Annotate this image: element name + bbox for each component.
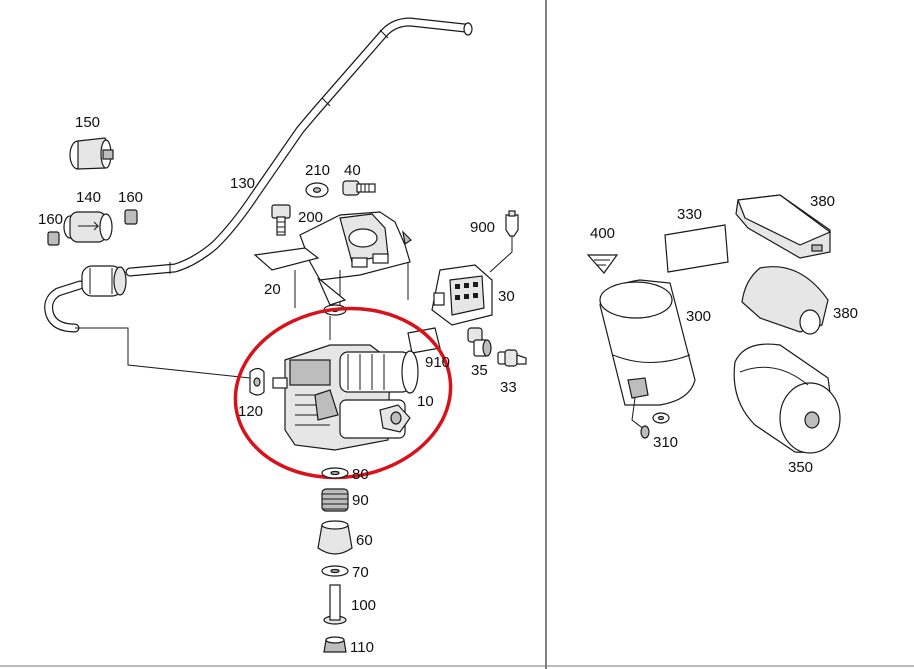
label-100: 100 [351,597,376,614]
part-380-cover[interactable] [741,266,829,335]
part-40-bolt[interactable] [342,180,376,196]
part-910-tag[interactable] [407,327,441,354]
part-10-compressor[interactable] [272,344,419,451]
label-350: 350 [788,459,813,476]
label-150: 150 [75,114,100,131]
label-140: 140 [76,189,101,206]
label-120: 120 [238,403,263,420]
part-160-cap-left[interactable] [47,231,60,246]
part-350-tank[interactable] [733,343,841,454]
part-400-label[interactable] [586,254,619,274]
part-300-reservoir[interactable] [599,279,696,439]
leader-900 [489,236,513,273]
label-380-top: 380 [810,193,835,210]
label-33: 33 [500,379,517,396]
part-100-bolt[interactable] [323,584,347,625]
part-150-sleeve[interactable] [69,137,114,170]
label-900: 900 [470,219,495,236]
label-130: 130 [230,175,255,192]
label-10: 10 [417,393,434,410]
label-110: 110 [350,639,374,656]
label-80: 80 [352,466,369,483]
part-110-nut[interactable] [323,636,347,653]
leader-hose-120 [75,327,251,379]
label-400: 400 [590,225,615,242]
label-90: 90 [352,492,369,509]
part-210-washer[interactable] [305,182,329,198]
part-30-valve-block[interactable] [431,264,493,326]
part-380-lid[interactable] [735,194,832,259]
part-140-filter[interactable] [63,211,113,243]
part-33-fitting[interactable] [497,349,527,367]
part-160-cap-right[interactable] [124,209,138,225]
part-90-spring[interactable] [321,488,349,512]
part-130-hose[interactable] [125,17,473,277]
part-inline-filter[interactable] [81,265,127,297]
label-910: 910 [425,354,450,371]
part-80-washer[interactable] [321,467,349,479]
part-60-mount[interactable] [317,520,353,555]
label-160-right: 160 [118,189,143,206]
label-310: 310 [653,434,678,451]
part-120-clip[interactable] [249,367,265,396]
part-200-bolt[interactable] [271,204,291,236]
label-35: 35 [471,362,488,379]
label-380-bottom: 380 [833,305,858,322]
label-300: 300 [686,308,711,325]
labels: 150 140 160 160 130 210 40 200 900 20 30… [38,114,858,656]
hose-loop[interactable] [44,280,85,333]
part-70-washer[interactable] [321,565,349,577]
part-310-washer[interactable] [652,412,670,424]
label-160-left: 160 [38,211,63,228]
label-330: 330 [677,206,702,223]
part-900-connector[interactable] [505,210,519,237]
label-30: 30 [498,288,515,305]
label-40: 40 [344,162,361,179]
highlight-ellipse [233,306,453,480]
part-330-pad[interactable] [664,224,729,273]
label-60: 60 [356,532,373,549]
part-20-bracket[interactable] [253,211,412,308]
part-35-fitting[interactable] [467,327,492,357]
label-200: 200 [298,209,323,226]
label-70: 70 [352,564,369,581]
label-20: 20 [264,281,281,298]
label-210: 210 [305,162,330,179]
